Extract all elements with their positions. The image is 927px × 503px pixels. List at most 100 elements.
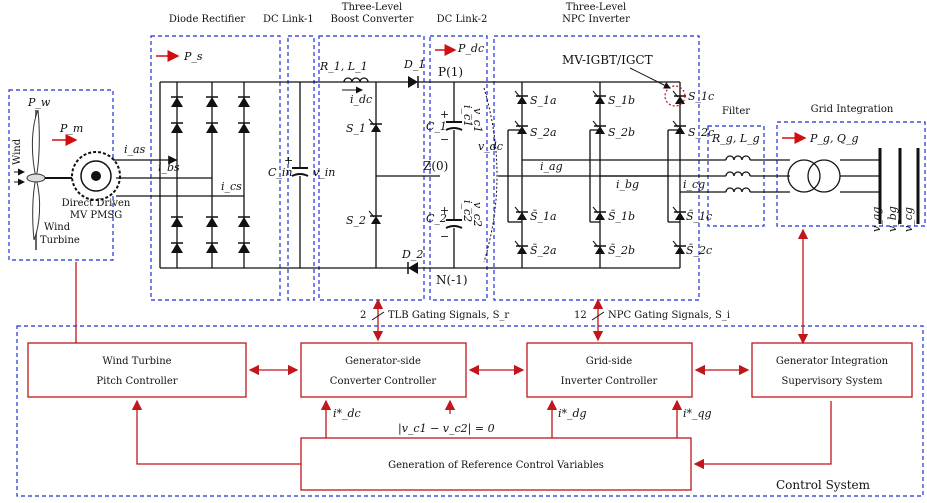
- label-turbine-line2: Turbine: [40, 235, 80, 246]
- title-npc-line2: NPC Inverter: [562, 14, 630, 25]
- label-s2b-bar: S̄_2b: [608, 244, 635, 257]
- grid-ctrl-line2: Inverter Controller: [561, 376, 658, 387]
- label-s2: S_2: [346, 214, 366, 227]
- pmsg-generator-icon: [71, 151, 121, 201]
- gen-ctrl-line1: Generator-side: [345, 356, 421, 367]
- gen-ctrl-line2: Converter Controller: [330, 376, 437, 387]
- sup-line2: Supervisory System: [781, 376, 883, 387]
- label-npc-signals: NPC Gating Signals, S_i: [608, 310, 730, 321]
- label-ias: i_as: [124, 143, 146, 156]
- label-tlb-count: 2: [360, 310, 366, 321]
- label-vbg: v_bg: [886, 206, 899, 232]
- label-wind: Wind: [12, 138, 23, 165]
- filter-inductors: [725, 155, 790, 193]
- title-grid-integration: Grid Integration: [811, 104, 894, 115]
- label-ic1: i_c1: [461, 105, 474, 127]
- control-blocks: [27, 342, 913, 491]
- label-ps: P_s: [183, 50, 203, 63]
- label-s1a: S_1a: [530, 94, 557, 107]
- label-s1c: S_1c: [688, 90, 714, 103]
- rectifier-bus: [159, 81, 420, 269]
- label-iqg-ref: i*_qg: [683, 407, 712, 420]
- label-r1-l1: R_1, L_1: [319, 60, 368, 73]
- pitch-ctrl-line2: Pitch Controller: [96, 376, 177, 387]
- label-d2: D_2: [401, 248, 423, 261]
- diode-d2-icon: [407, 262, 418, 274]
- label-ic2: i_c2: [461, 200, 474, 222]
- diode-d1-icon: [408, 76, 419, 88]
- label-s1b-bar: S̄_1b: [608, 210, 635, 223]
- label-s2b: S_2b: [608, 126, 635, 139]
- label-generator-line2: MV PMSG: [70, 210, 122, 221]
- label-vag: v_ag: [870, 207, 883, 232]
- title-diode-rectifier: Diode Rectifier: [169, 14, 246, 25]
- title-filter: Filter: [722, 106, 750, 117]
- label-igbt: MV-IGBT/IGCT: [562, 53, 653, 67]
- transformer-icon: [787, 148, 920, 224]
- label-pdc: P_dc: [457, 42, 484, 55]
- label-icg: i_cg: [683, 178, 705, 191]
- label-s1: S_1: [346, 122, 366, 135]
- label-iag: i_ag: [540, 160, 563, 173]
- rectifier-diodes: [170, 96, 251, 254]
- label-s1b: S_1b: [608, 94, 635, 107]
- igbt-pointer: [629, 67, 671, 89]
- label-cin: C_in: [268, 166, 293, 179]
- label-s2c-bar: S̄_2c: [686, 244, 712, 257]
- label-pm: P_m: [59, 122, 83, 135]
- section-borders: [8, 35, 926, 497]
- title-dc-link-1: DC Link-1: [263, 14, 314, 25]
- label-turbine-line1: Wind: [44, 222, 71, 233]
- label-idc-ref: i*_dc: [333, 407, 361, 420]
- label-s2a: S_2a: [530, 126, 557, 139]
- control-links: [75, 228, 832, 470]
- label-c2-plus: +: [440, 204, 449, 217]
- label-p1: P(1): [438, 65, 463, 79]
- sup-line1: Generator Integration: [776, 356, 889, 367]
- label-c1-plus: +: [440, 108, 449, 121]
- title-boost-line2: Boost Converter: [331, 14, 414, 25]
- label-vc2: v_c2: [471, 202, 484, 227]
- label-vc1: v_c1: [471, 108, 484, 133]
- label-ibg: i_bg: [616, 178, 639, 191]
- label-pw: P_w: [27, 96, 51, 109]
- ref-box-label: Generation of Reference Control Variable…: [388, 460, 604, 471]
- dc-link-2: [420, 81, 522, 269]
- label-rg-lg: R_g, L_g: [711, 132, 760, 145]
- label-c1: C_1: [426, 120, 447, 133]
- label-vin: v_in: [313, 166, 335, 179]
- label-vdc: v_dc: [478, 140, 503, 153]
- npc-inverter: [498, 81, 726, 269]
- label-pg-qg: P_g, Q_g: [809, 132, 859, 145]
- label-n1: N(-1): [436, 273, 468, 287]
- label-vcg: v_cg: [902, 207, 915, 232]
- title-boost-line1: Three-Level: [342, 2, 402, 13]
- label-s1a-bar: S̄_1a: [530, 210, 557, 223]
- title-npc-line1: Three-Level: [566, 2, 626, 13]
- label-balance: |v_c1 − v_c2| = 0: [398, 422, 495, 436]
- label-idc: i_dc: [350, 93, 372, 106]
- grid-ctrl-line1: Grid-side: [586, 356, 632, 367]
- label-npc-count: 12: [574, 310, 587, 321]
- label-tlb-signals: TLB Gating Signals, S_r: [388, 310, 509, 321]
- wind-turbine-icon: [26, 109, 46, 250]
- label-generator-line1: Direct Driven: [62, 198, 131, 209]
- label-idg-ref: i*_dg: [558, 407, 587, 420]
- cin-capacitor: [291, 82, 309, 268]
- label-ics: i_cs: [221, 180, 242, 193]
- label-d1: D_1: [403, 58, 425, 71]
- label-s2c: S_2c: [688, 126, 714, 139]
- label-c2-minus: −: [440, 230, 449, 243]
- label-c2: C_2: [426, 212, 447, 225]
- label-cin-plus: +: [284, 154, 293, 167]
- title-dc-link-2: DC Link-2: [437, 14, 488, 25]
- pitch-ctrl-line1: Wind Turbine: [102, 356, 171, 367]
- label-s2a-bar: S̄_2a: [530, 244, 557, 257]
- boost-converter: [343, 77, 440, 268]
- label-s1c-bar: S̄_1c: [686, 210, 712, 223]
- label-c1-minus: −: [440, 133, 449, 146]
- control-system-title: Control System: [776, 478, 871, 492]
- label-z0: Z(0): [423, 159, 448, 173]
